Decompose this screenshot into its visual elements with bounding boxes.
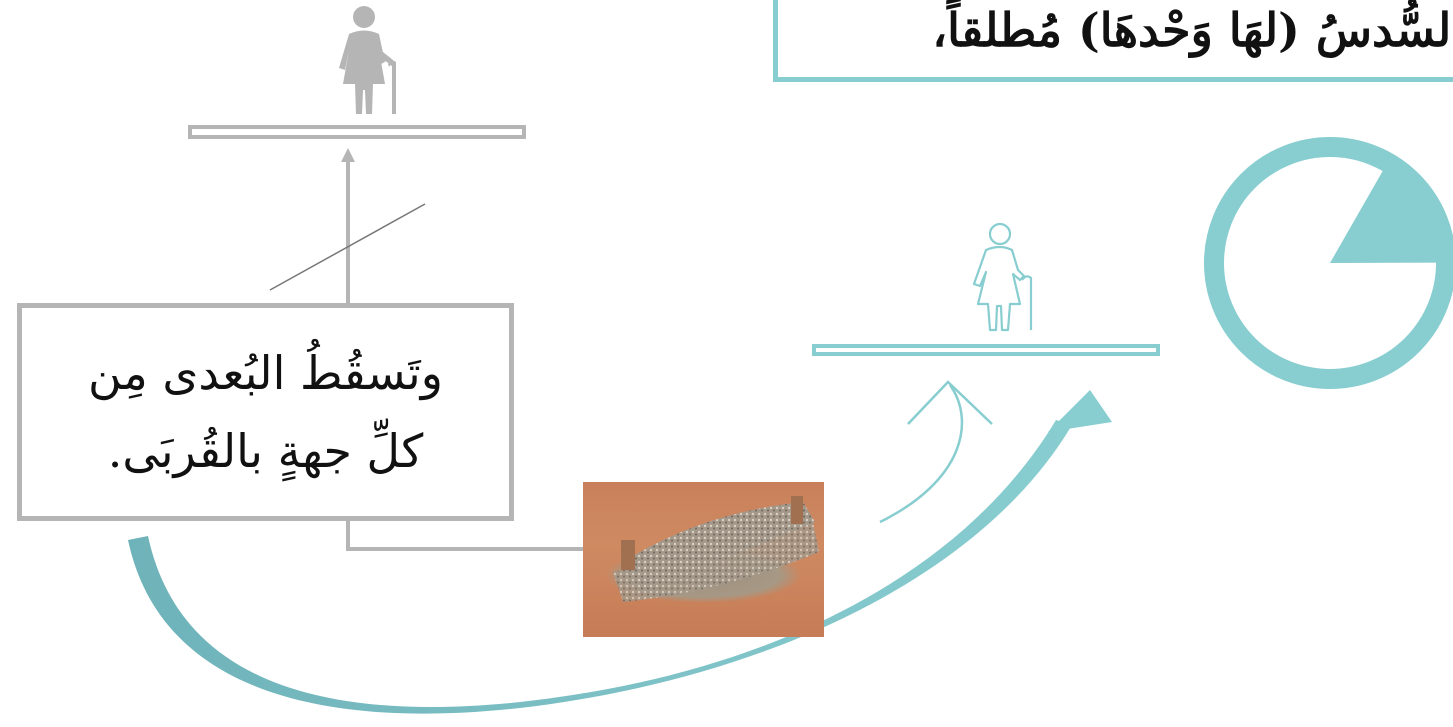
photo-connector-line [348,521,583,549]
near-platform [814,346,1158,354]
rule-box: وتَسقُطُ البُعدى مِن كلِّ جهةٍ بالقُربَى… [17,303,514,521]
thin-arc-arrowhead [908,382,992,424]
far-platform [190,127,524,137]
pie-slice [1330,166,1442,263]
grandmother-teal-outline-icon [974,224,1031,330]
arc-arrowhead [1048,390,1112,432]
rule-text-line-2: كلِّ جهةٍ بالقُربَى. [88,412,443,490]
thin-arc-arrow [880,385,962,522]
grave-drawing [583,482,824,637]
grandmother-gray-icon [339,6,396,114]
one-sixth-pie [1214,147,1446,379]
rule-text: وتَسقُطُ البُعدى مِن كلِّ جهةٍ بالقُربَى… [88,334,443,490]
grave-image [583,482,824,637]
rule-text-line-1: وتَسقُطُ البُعدى مِن [88,334,443,412]
blocked-arrowhead [341,148,355,162]
share-label-box: السُّدسُ (لهَا وَحْدهَا) مُطلقاً، [773,0,1453,82]
share-label-text: السُّدسُ (لهَا وَحْدهَا) مُطلقاً، [932,0,1453,65]
